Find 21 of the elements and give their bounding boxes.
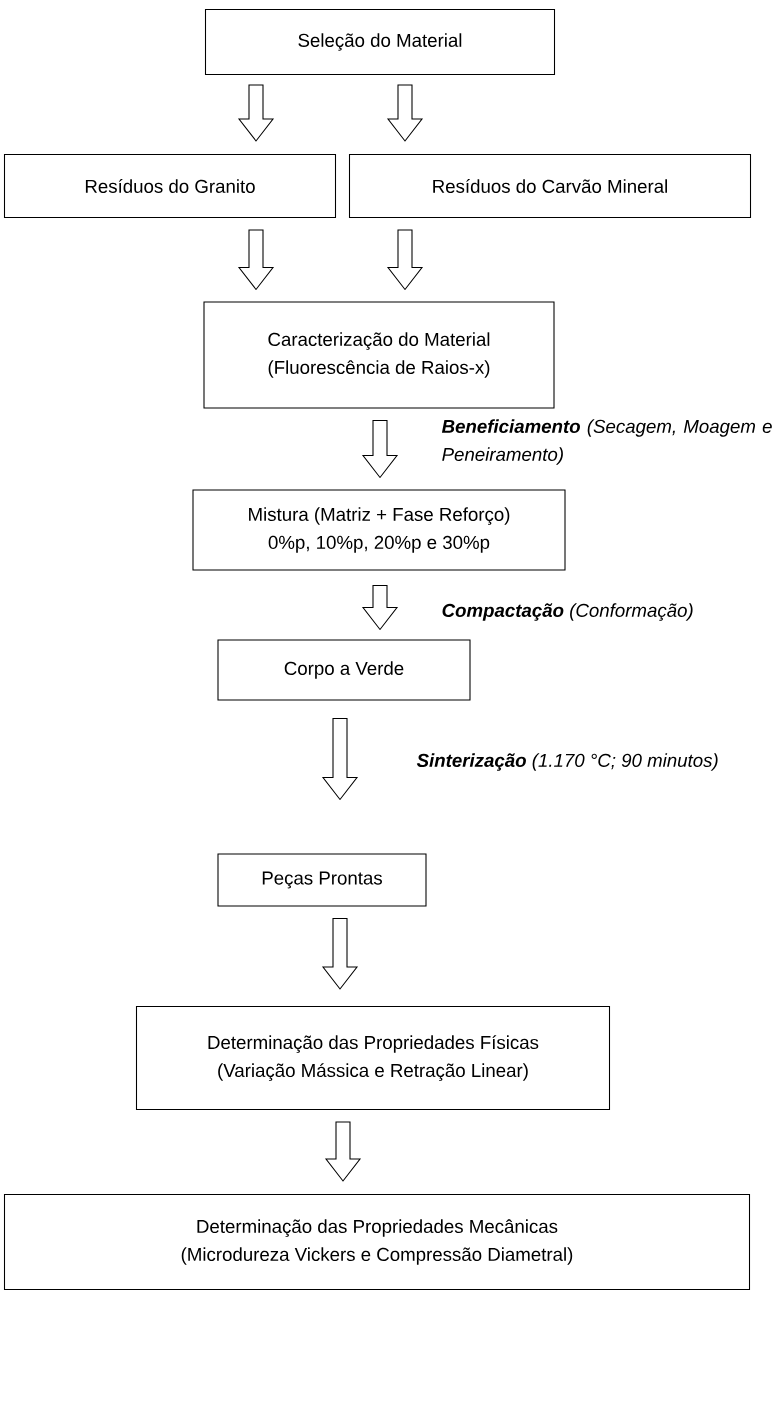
arrow: [237, 84, 275, 142]
arrow: [361, 585, 399, 631]
process-box: Determinação das Propriedades Mecânicas (Microdureza Vickers e Compressão Diametral): [3, 1193, 751, 1291]
arrow: [386, 84, 424, 142]
arrow: [386, 229, 424, 291]
process-box: Seleção do Material: [204, 8, 556, 76]
edge-label: Compactação (Conformação): [442, 603, 693, 621]
arrow: [324, 1121, 362, 1182]
process-box: Determinação das Propriedades Físicas (Variação Mássica e Retração Linear): [135, 1005, 611, 1111]
arrow: [321, 918, 359, 990]
process-box: Resíduos do Carvão Mineral: [348, 153, 752, 219]
process-box: Mistura (Matriz + Fase Reforço) 0%p, 10%p, 20%p e 30%p: [192, 489, 566, 571]
process-box: Resíduos do Granito: [3, 153, 337, 219]
edge-label: Beneficiamento (Secagem, Moagem e Peneiramento): [441, 419, 772, 465]
process-box: Peças Prontas: [217, 853, 427, 907]
arrow: [237, 229, 275, 291]
process-box: Caracterização do Material (Fluorescência de Raios-x): [203, 301, 555, 409]
arrow: [361, 420, 399, 479]
arrow: [321, 718, 359, 801]
process-box: Corpo a Verde: [217, 639, 471, 701]
edge-label: Sinterização (1.170 °C; 90 minutos): [416, 753, 718, 771]
